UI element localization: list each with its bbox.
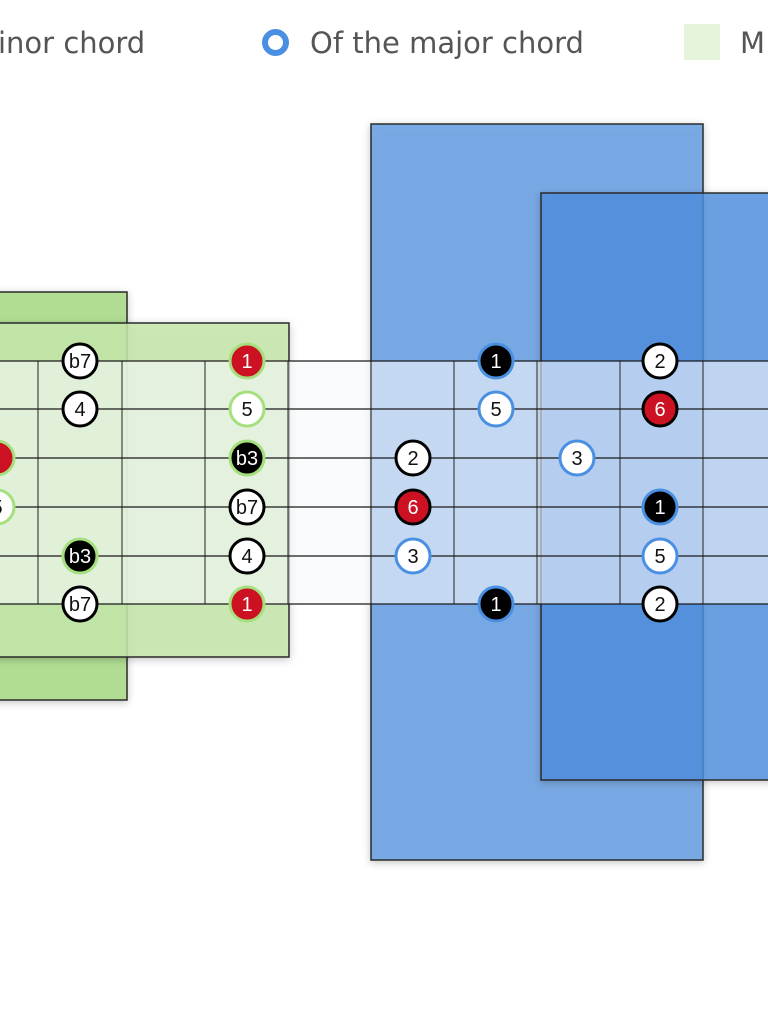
note-label: 2 <box>654 594 665 616</box>
note-label: 4 <box>241 546 252 568</box>
note-marker: 1 <box>477 342 515 380</box>
note-circle <box>477 390 515 428</box>
note-circle <box>228 537 266 575</box>
note-label: 3 <box>407 546 418 568</box>
note-label: 2 <box>407 448 418 470</box>
note-label: 6 <box>654 399 665 421</box>
fretboard-body <box>0 361 768 604</box>
note-circle <box>477 342 515 380</box>
note-marker: 5 <box>477 390 515 428</box>
note-circle <box>641 585 679 623</box>
note-circle <box>228 488 266 526</box>
note-circle <box>394 488 432 526</box>
note-circle <box>61 390 99 428</box>
note-circle <box>0 488 16 526</box>
note-label: b7 <box>69 351 91 373</box>
legend-minor-chord-label: inor chord <box>0 26 146 60</box>
note-circle <box>0 439 16 477</box>
note-marker: 3 <box>394 537 432 575</box>
note-circle <box>641 537 679 575</box>
note-circle <box>61 537 99 575</box>
note-label: 5 <box>490 399 501 421</box>
note-marker: 4 <box>61 390 99 428</box>
note-marker: 2 <box>641 585 679 623</box>
note-circle <box>61 342 99 380</box>
note-circle <box>558 439 596 477</box>
note-label: 1 <box>490 351 501 373</box>
note-label: 1 <box>490 594 501 616</box>
note-circle <box>641 342 679 380</box>
note-label: b3 <box>69 546 91 568</box>
note-circle <box>228 342 266 380</box>
green-square-icon <box>684 24 720 60</box>
note-circle <box>228 390 266 428</box>
note-marker: b3 <box>61 537 99 575</box>
note-marker: 5 <box>641 537 679 575</box>
note-label: 6 <box>407 497 418 519</box>
note-label: 1 <box>241 594 252 616</box>
note-label: 3 <box>571 448 582 470</box>
note-label: 4 <box>74 399 85 421</box>
note-marker: b7 <box>61 342 99 380</box>
note-marker: 1 <box>228 342 266 380</box>
note-marker: 6 <box>394 488 432 526</box>
note-label: 2 <box>654 351 665 373</box>
note-circle <box>228 439 266 477</box>
note-marker: 5 <box>228 390 266 428</box>
note-circle <box>61 585 99 623</box>
note-marker: 6 <box>641 390 679 428</box>
note-marker: b3 <box>228 439 266 477</box>
note-marker: 1 <box>477 585 515 623</box>
note-label: 5 <box>0 497 3 519</box>
note-marker: b7 <box>61 585 99 623</box>
note-label: 5 <box>241 399 252 421</box>
note-label: b7 <box>69 594 91 616</box>
note-marker: 1 <box>641 488 679 526</box>
note-marker: 2 <box>641 342 679 380</box>
note-marker: b7 <box>228 488 266 526</box>
legend-third-label: M <box>740 26 766 60</box>
note-marker: 2 <box>394 439 432 477</box>
note-circle <box>641 488 679 526</box>
note-circle <box>394 537 432 575</box>
major-chord-ring-icon <box>262 29 289 56</box>
note-label: 1 <box>241 351 252 373</box>
note-circle <box>228 585 266 623</box>
note-circle <box>477 585 515 623</box>
note-label: 5 <box>654 546 665 568</box>
note-marker <box>0 439 16 477</box>
note-marker: 1 <box>228 585 266 623</box>
note-circle <box>394 439 432 477</box>
note-marker: 3 <box>558 439 596 477</box>
legend: inor chord Of the major chord M <box>0 0 768 90</box>
note-circle <box>641 390 679 428</box>
note-label: 1 <box>654 497 665 519</box>
legend-major-chord-label: Of the major chord <box>310 26 584 60</box>
note-marker: 5 <box>0 488 16 526</box>
note-label: b3 <box>236 448 258 470</box>
note-label: b7 <box>236 497 258 519</box>
note-marker: 4 <box>228 537 266 575</box>
